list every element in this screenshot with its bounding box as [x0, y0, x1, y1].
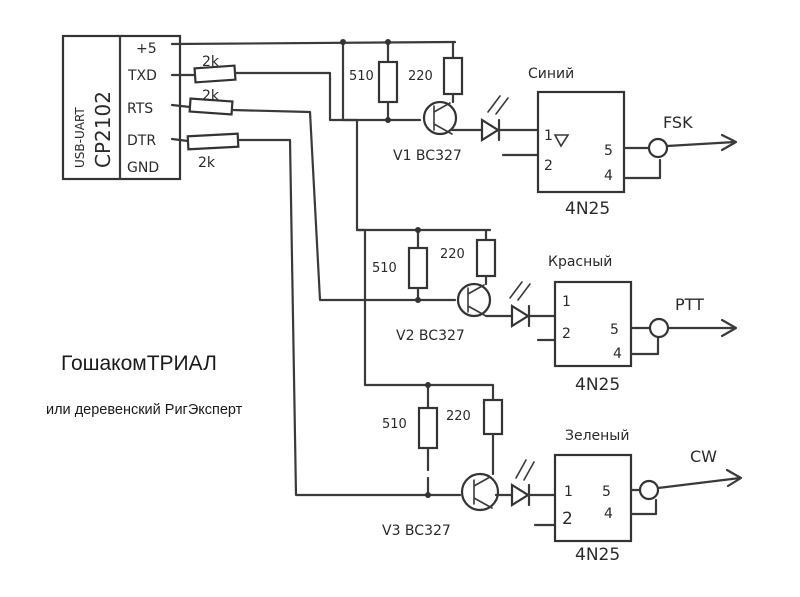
transistor-label-ch3: V3 BC327: [382, 523, 451, 539]
channel-cw: 510 220 V3 BC327 Зеленый 1 2 5 4 4N25 CW: [382, 383, 743, 565]
pin-5v-label: +5: [136, 41, 157, 57]
r510-label-ch1: 510: [349, 69, 374, 84]
opto-pin1-ch2: 1: [562, 294, 571, 310]
resistor-value-dtr: 2k: [198, 155, 216, 171]
resistor-220-ch1: [442, 56, 464, 96]
channel-fsk: 510 220 V1 BC327 Синий 1 2 5 4 4N25 FSK: [349, 40, 738, 219]
opto-model-ch3: 4N25: [575, 545, 620, 565]
resistor-value-txd: 2k: [202, 54, 220, 70]
led-ch3: [510, 483, 531, 507]
output-label-ptt: PTT: [675, 295, 704, 314]
led-color-ch3: Зеленый: [565, 428, 629, 444]
led-ch1: [480, 118, 501, 142]
led-ch2: [510, 304, 531, 328]
pin-rts-label: RTS: [127, 101, 153, 117]
transistor-v3: [460, 472, 500, 512]
transistor-v1: [422, 100, 458, 136]
resistor-value-rts: 2k: [202, 88, 220, 104]
resistor-2k-dtr: [186, 132, 240, 151]
opto-pin2-ch3: 2: [562, 509, 573, 529]
pin-txd-label: TXD: [127, 68, 157, 84]
diagram-title: ГошакомТРИАЛ: [61, 352, 217, 375]
output-jack-fsk: [647, 137, 669, 159]
channel-ptt: 510 220 V2 BC327 Красный 1 2 5 4 4N25 PT…: [372, 228, 738, 395]
opto-model-ch2: 4N25: [575, 375, 620, 395]
led-color-ch2: Красный: [548, 254, 612, 270]
output-label-fsk: FSK: [663, 113, 693, 132]
output-jack-ptt: [648, 317, 670, 339]
r220-label-ch1: 220: [408, 69, 433, 84]
opto-pin5-ch3: 5: [602, 484, 611, 500]
transistor-label-ch1: V1 BC327: [393, 148, 462, 164]
opto-pin1-ch1: 1: [544, 128, 553, 144]
resistor-510-ch1: [377, 60, 399, 104]
transistor-v2: [456, 282, 492, 318]
resistor-510-ch2: [407, 246, 429, 290]
opto-model-ch1: 4N25: [565, 199, 610, 219]
opto-pin5-ch1: 5: [604, 143, 613, 159]
resistor-220-ch3: [482, 398, 504, 436]
r510-label-ch3: 510: [382, 417, 407, 432]
opto-pin5-ch2: 5: [610, 322, 619, 338]
junction-dots: [340, 39, 431, 498]
opto-pin2-ch1: 2: [544, 158, 553, 174]
pin-gnd-label: GND: [127, 160, 159, 176]
optocoupler-ch1: [536, 90, 626, 194]
r220-label-ch2: 220: [440, 247, 465, 262]
opto-pin4-ch2: 4: [613, 346, 622, 362]
usb-uart-module: USB-UART CP2102 +5 TXD RTS DTR GND: [61, 34, 182, 181]
diagram-subtitle: или деревенский РигЭксперт: [46, 402, 243, 418]
base-resistors: 2k 2k 2k: [170, 54, 462, 497]
usb-uart-label: USB-UART: [73, 107, 87, 168]
r510-label-ch2: 510: [372, 261, 397, 276]
opto-pin1-ch3: 1: [564, 484, 573, 500]
usb-uart-body: [61, 34, 182, 181]
output-label-cw: CW: [690, 447, 717, 466]
transistor-label-ch2: V2 BC327: [396, 328, 465, 344]
resistor-220-ch2: [475, 238, 497, 278]
led-color-ch1: Синий: [528, 66, 574, 82]
pin-dtr-label: DTR: [127, 133, 156, 149]
resistor-2k-rts: [188, 97, 234, 116]
opto-pin2-ch2: 2: [562, 326, 571, 342]
output-jack-cw: [638, 479, 660, 501]
resistor-510-ch3: [417, 406, 439, 450]
chip-label: CP2102: [91, 91, 115, 168]
r220-label-ch3: 220: [446, 409, 471, 424]
opto-pin4-ch3: 4: [604, 506, 613, 522]
optocoupler-ch2: [553, 280, 633, 368]
optocoupler-ch3: [553, 453, 633, 543]
opto-pin4-ch1: 4: [604, 168, 613, 184]
